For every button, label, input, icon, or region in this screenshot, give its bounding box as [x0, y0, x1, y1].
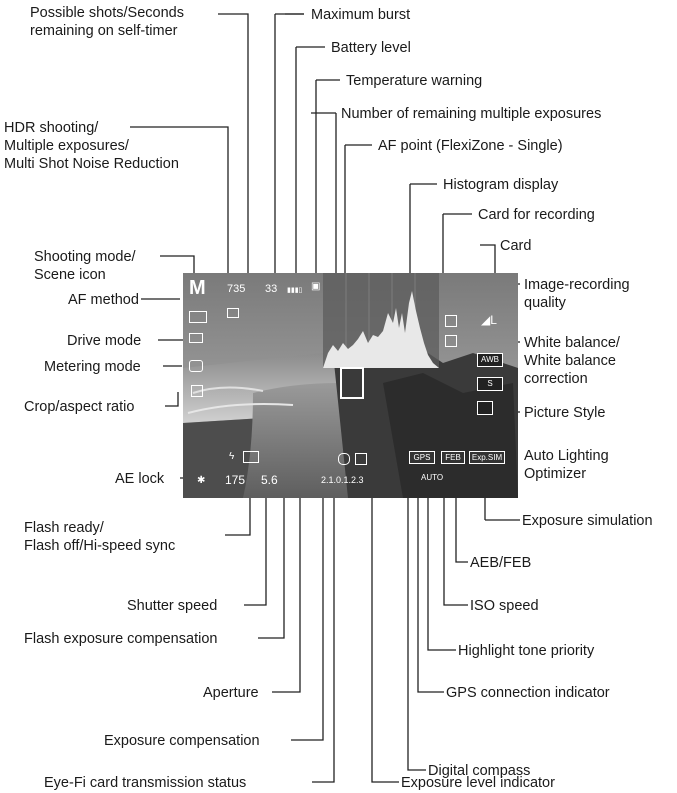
- metering-icon: [189, 360, 203, 372]
- shots-value: 735: [227, 283, 245, 295]
- label-white-balance: White balance/ White balance correction: [524, 334, 620, 388]
- label-metering-mode: Metering mode: [44, 358, 141, 376]
- label-af-method: AF method: [68, 291, 139, 309]
- label-exposure-comp: Exposure compensation: [104, 732, 260, 750]
- card-recording-icon: [445, 315, 457, 327]
- label-drive-mode: Drive mode: [67, 332, 141, 350]
- label-flash-ready: Flash ready/ Flash off/Hi-speed sync: [24, 519, 175, 555]
- label-gps-indicator: GPS connection indicator: [446, 684, 610, 702]
- battery-icon: ▮▮▮▯: [287, 286, 302, 294]
- mode-icon: M: [189, 277, 206, 300]
- live-view-screen: M 735 33 ▮▮▮▯ ▣ ◢L AWB S GPS FEB Exp.SIM…: [183, 273, 518, 498]
- flash-comp-icon: [243, 451, 259, 463]
- label-battery-level: Battery level: [331, 39, 411, 57]
- ae-lock-icon: ✱: [197, 475, 205, 486]
- label-picture-style: Picture Style: [524, 404, 605, 422]
- exposure-scale: 2.1.0.1.2.3: [321, 475, 364, 485]
- label-auto-lighting: Auto Lighting Optimizer: [524, 447, 609, 483]
- label-card: Card: [500, 237, 531, 255]
- shutter-value: 175: [225, 473, 245, 487]
- af-method-icon: [189, 311, 207, 323]
- label-iso-speed: ISO speed: [470, 597, 539, 615]
- label-shutter-speed: Shutter speed: [127, 597, 217, 615]
- eyefi-icon: [355, 453, 367, 465]
- temperature-icon: ▣: [311, 281, 320, 292]
- label-af-point: AF point (FlexiZone - Single): [378, 137, 563, 155]
- compass-icon: [338, 453, 350, 465]
- label-card-recording: Card for recording: [478, 206, 595, 224]
- scene-photo: [183, 273, 518, 498]
- alo-icon: [477, 401, 493, 415]
- burst-value: 33: [265, 283, 277, 295]
- label-remaining-multiple: Number of remaining multiple exposures: [341, 105, 601, 123]
- label-shooting-mode: Shooting mode/ Scene icon: [34, 248, 136, 284]
- feb-icon: FEB: [441, 451, 465, 464]
- label-eyefi: Eye-Fi card transmission status: [44, 774, 246, 792]
- iso-value: AUTO: [421, 473, 443, 482]
- label-exposure-level: Exposure level indicator: [401, 774, 555, 792]
- label-crop: Crop/aspect ratio: [24, 398, 134, 416]
- picture-style-icon: S: [477, 377, 503, 391]
- crop-icon: [191, 385, 203, 397]
- label-aeb-feb: AEB/FEB: [470, 554, 531, 572]
- aperture-value: 5.6: [261, 473, 278, 487]
- label-histogram: Histogram display: [443, 176, 558, 194]
- label-possible-shots: Possible shots/Seconds remaining on self…: [30, 4, 184, 40]
- label-temperature-warning: Temperature warning: [346, 72, 482, 90]
- label-ae-lock: AE lock: [115, 470, 164, 488]
- label-exposure-sim: Exposure simulation: [522, 512, 653, 530]
- hdr-icon: [227, 308, 239, 318]
- card-icon: [445, 335, 457, 347]
- expsim-icon: Exp.SIM: [469, 451, 505, 464]
- label-flash-comp: Flash exposure compensation: [24, 630, 217, 648]
- wb-icon: AWB: [477, 353, 503, 367]
- label-image-quality: Image-recording quality: [524, 276, 630, 312]
- label-aperture: Aperture: [203, 684, 259, 702]
- quality-icon: ◢L: [481, 313, 497, 327]
- flash-icon: ϟ: [229, 451, 234, 462]
- label-hdr: HDR shooting/ Multiple exposures/ Multi …: [4, 119, 179, 173]
- label-maximum-burst: Maximum burst: [311, 6, 410, 24]
- gps-icon: GPS: [409, 451, 435, 464]
- drive-mode-icon: [189, 333, 203, 343]
- label-highlight-tone: Highlight tone priority: [458, 642, 594, 660]
